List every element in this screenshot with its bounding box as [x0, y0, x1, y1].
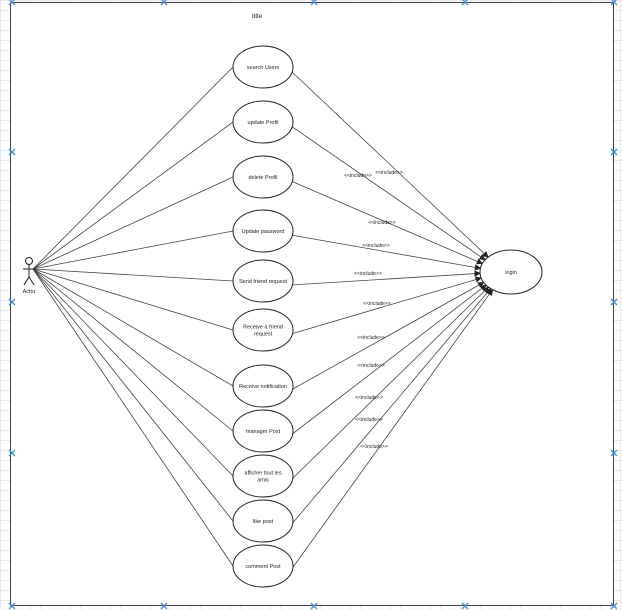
- use-case-label: afficher tout les: [244, 471, 281, 477]
- include-label: <<include>>: [362, 243, 390, 249]
- association-line: [32, 268, 234, 522]
- diagram-frame[interactable]: [10, 2, 614, 606]
- resize-handle[interactable]: [8, 0, 16, 6]
- include-label: <<include>>: [354, 271, 382, 277]
- use-case-node[interactable]: manager Post: [232, 409, 294, 453]
- resize-handle[interactable]: [610, 148, 618, 156]
- use-case-ellipse: [232, 544, 294, 588]
- include-arrow: [290, 180, 484, 265]
- resize-handle[interactable]: [310, 602, 318, 610]
- resize-handle[interactable]: [610, 0, 618, 6]
- use-case-node[interactable]: comment Post: [232, 544, 294, 588]
- association-line: [32, 66, 234, 270]
- resize-handle[interactable]: [8, 148, 16, 156]
- use-case-node[interactable]: delete Profil: [232, 155, 294, 199]
- use-case-ellipse: [232, 499, 294, 543]
- use-case-ellipse: [232, 209, 294, 253]
- use-case-label: like post: [253, 519, 274, 525]
- include-arrow: [290, 286, 490, 481]
- resize-handle[interactable]: [610, 602, 618, 610]
- association-line: [32, 121, 234, 270]
- association-line: [32, 268, 234, 387]
- use-case-ellipse: [232, 454, 294, 498]
- include-arrow: [290, 234, 482, 271]
- use-case-label: amis: [257, 478, 269, 484]
- use-case-node[interactable]: like post: [232, 499, 294, 543]
- actor[interactable]: Actor: [23, 257, 36, 296]
- include-arrow: [290, 70, 489, 258]
- use-case-ellipse: [232, 155, 294, 199]
- association-line: [32, 176, 234, 270]
- resize-handle[interactable]: [8, 602, 16, 610]
- connector-layer: <<include>><<include>><<include>><<inclu…: [32, 66, 494, 571]
- resize-handle[interactable]: [8, 298, 16, 306]
- association-line: [32, 268, 234, 282]
- include-arrow: [290, 125, 486, 261]
- association-line: [32, 230, 234, 270]
- use-case-label: comment Post: [245, 564, 281, 570]
- include-label: <<include>>: [357, 335, 385, 341]
- use-case-ellipse: [232, 409, 294, 453]
- use-case-ellipse: [232, 259, 294, 303]
- use-case-ellipse: [232, 364, 294, 408]
- diagram-title: title: [252, 13, 263, 20]
- use-case-label: manager Post: [246, 429, 281, 435]
- include-label: <<include>>: [368, 220, 396, 226]
- association-line: [32, 268, 234, 331]
- use-case-label: search Users: [247, 65, 280, 71]
- resize-handle[interactable]: [160, 0, 168, 6]
- include-arrow: [290, 282, 485, 391]
- resize-handle[interactable]: [610, 449, 618, 457]
- use-case-label: Receive notification: [239, 384, 287, 390]
- association-line: [32, 268, 234, 477]
- include-arrow: [290, 289, 494, 571]
- include-label: <<include>>: [355, 417, 383, 423]
- resize-handle[interactable]: [160, 602, 168, 610]
- include-label: <<include>>: [360, 444, 388, 450]
- use-case-node[interactable]: Send friend request: [232, 259, 294, 303]
- use-case-label: delete Profil: [248, 175, 277, 181]
- include-label: <<include>>: [375, 170, 403, 176]
- resize-handle[interactable]: [310, 0, 318, 6]
- use-case-node[interactable]: Update password: [232, 209, 294, 253]
- use-case-node[interactable]: update Profil: [232, 100, 294, 144]
- actor-label: Actor: [23, 289, 36, 295]
- resize-handle[interactable]: [8, 449, 16, 457]
- use-case-ellipse: [232, 100, 294, 144]
- include-label: <<include>>: [344, 173, 372, 179]
- resize-handle[interactable]: [461, 0, 469, 6]
- include-label: <<include>>: [357, 363, 385, 369]
- login-label: login: [505, 270, 517, 276]
- use-case-label: request: [254, 332, 273, 338]
- use-case-ellipse: [232, 308, 294, 352]
- resize-handle[interactable]: [610, 298, 618, 306]
- include-arrow: [290, 284, 487, 436]
- resize-handle[interactable]: [461, 602, 469, 610]
- use-case-label: Update password: [242, 229, 285, 235]
- association-line: [32, 268, 234, 432]
- use-case-ellipse: [232, 45, 294, 89]
- use-case-label: Receive a friend: [243, 325, 283, 331]
- login-use-case[interactable]: login: [479, 249, 543, 295]
- include-arrow: [290, 276, 482, 335]
- include-label: <<include>>: [363, 301, 391, 307]
- selection-handles: [8, 0, 618, 610]
- include-arrow: [290, 287, 492, 526]
- include-label: <<include>>: [355, 395, 383, 401]
- use-case-node[interactable]: search Users: [232, 45, 294, 89]
- use-case-label: update Profil: [248, 120, 279, 126]
- node-layer: search Users update Profil delete ProfilUp…: [232, 45, 543, 588]
- include-arrow: [290, 270, 481, 286]
- use-case-node[interactable]: Receive notification: [232, 364, 294, 408]
- use-case-label: Send friend request: [239, 279, 287, 285]
- association-line: [32, 268, 234, 567]
